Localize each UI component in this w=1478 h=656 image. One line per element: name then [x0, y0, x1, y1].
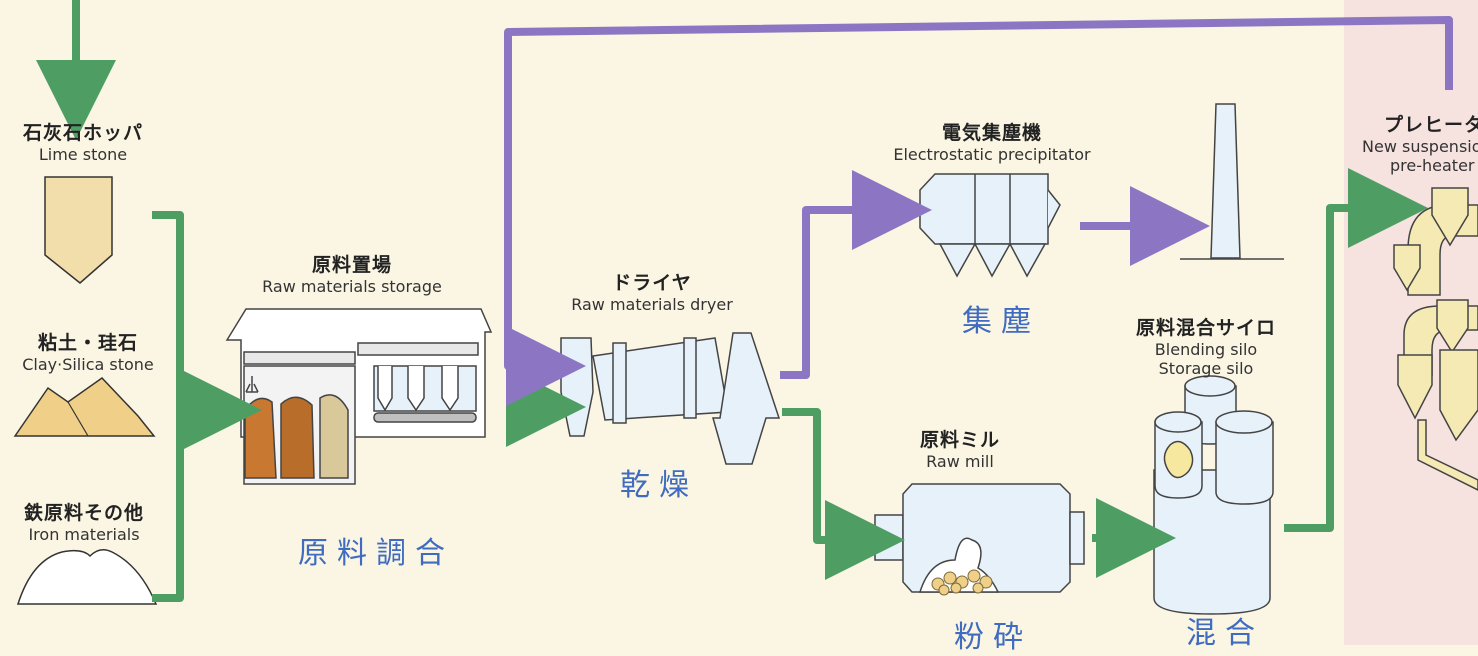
storage-label: 原料置場 Raw materials storage [236, 250, 468, 296]
preheater-jp: プレヒータ [1384, 114, 1478, 136]
process-dust-collection: 集塵 [962, 304, 1040, 339]
silo-en-2: Storage silo [1158, 359, 1254, 378]
iron-pile-shape [16, 549, 158, 605]
chimney-equipment [1180, 103, 1284, 260]
storage-en: Raw materials storage [262, 277, 442, 296]
material-flow-lines [36, 0, 1428, 602]
storage-jp: 原料置場 [311, 254, 392, 276]
dryer-equipment [560, 332, 781, 465]
clay-pile-shape [13, 377, 156, 437]
preheater-equipment [1393, 187, 1478, 491]
limestone-label: 石灰石ホッパ Lime stone [8, 118, 158, 164]
limestone-jp: 石灰石ホッパ [22, 122, 143, 144]
process-mixing: 混合 [1186, 616, 1264, 651]
storage-building [225, 308, 493, 485]
iron-jp: 鉄原料その他 [23, 502, 144, 524]
silo-en-1: Blending silo [1154, 340, 1258, 359]
flow-arrow-to-preheater [1284, 168, 1428, 532]
process-grinding: 粉砕 [954, 620, 1032, 655]
precipitator-en: Electrostatic precipitator [893, 145, 1091, 164]
limestone-en: Lime stone [38, 145, 128, 164]
raw-mill-equipment [874, 483, 1085, 596]
clay-en: Clay·Silica stone [22, 355, 154, 374]
dryer-jp: ドライヤ [612, 272, 692, 294]
clay-label: 粘土・珪石 Clay·Silica stone [0, 328, 176, 374]
dryer-label: ドライヤ Raw materials dryer [548, 268, 756, 314]
silo-jp: 原料混合サイロ [1135, 317, 1276, 339]
gas-return-from-preheater [504, 16, 1453, 406]
silo-label: 原料混合サイロ Blending silo Storage silo [1116, 313, 1296, 378]
mill-label: 原料ミル Raw mill [900, 425, 1020, 471]
process-blending: 原料調合 [298, 536, 454, 571]
mill-jp: 原料ミル [919, 429, 1000, 451]
gas-arrow-to-precipitator [780, 170, 932, 379]
dryer-en: Raw materials dryer [571, 295, 733, 314]
limestone-hopper-shape [44, 176, 113, 284]
clay-jp: 粘土・珪石 [37, 332, 138, 354]
iron-label: 鉄原料その他 Iron materials [4, 498, 164, 544]
blending-silo-equipment [1153, 375, 1274, 615]
precipitator-label: 電気集塵機 Electrostatic precipitator [862, 118, 1122, 164]
preheater-en-2: pre-heater [1390, 156, 1475, 175]
iron-en: Iron materials [28, 525, 140, 544]
preheater-en-1: New suspension [1362, 137, 1478, 156]
precipitator-jp: 電気集塵機 [941, 122, 1042, 144]
flow-arrow-to-mill [782, 408, 905, 580]
precipitator-equipment [919, 173, 1061, 278]
mill-en: Raw mill [926, 452, 994, 471]
preheater-label: プレヒータ New suspension pre-heater [1362, 110, 1478, 175]
process-drying: 乾燥 [620, 468, 698, 503]
gas-flow-lines [504, 16, 1453, 406]
